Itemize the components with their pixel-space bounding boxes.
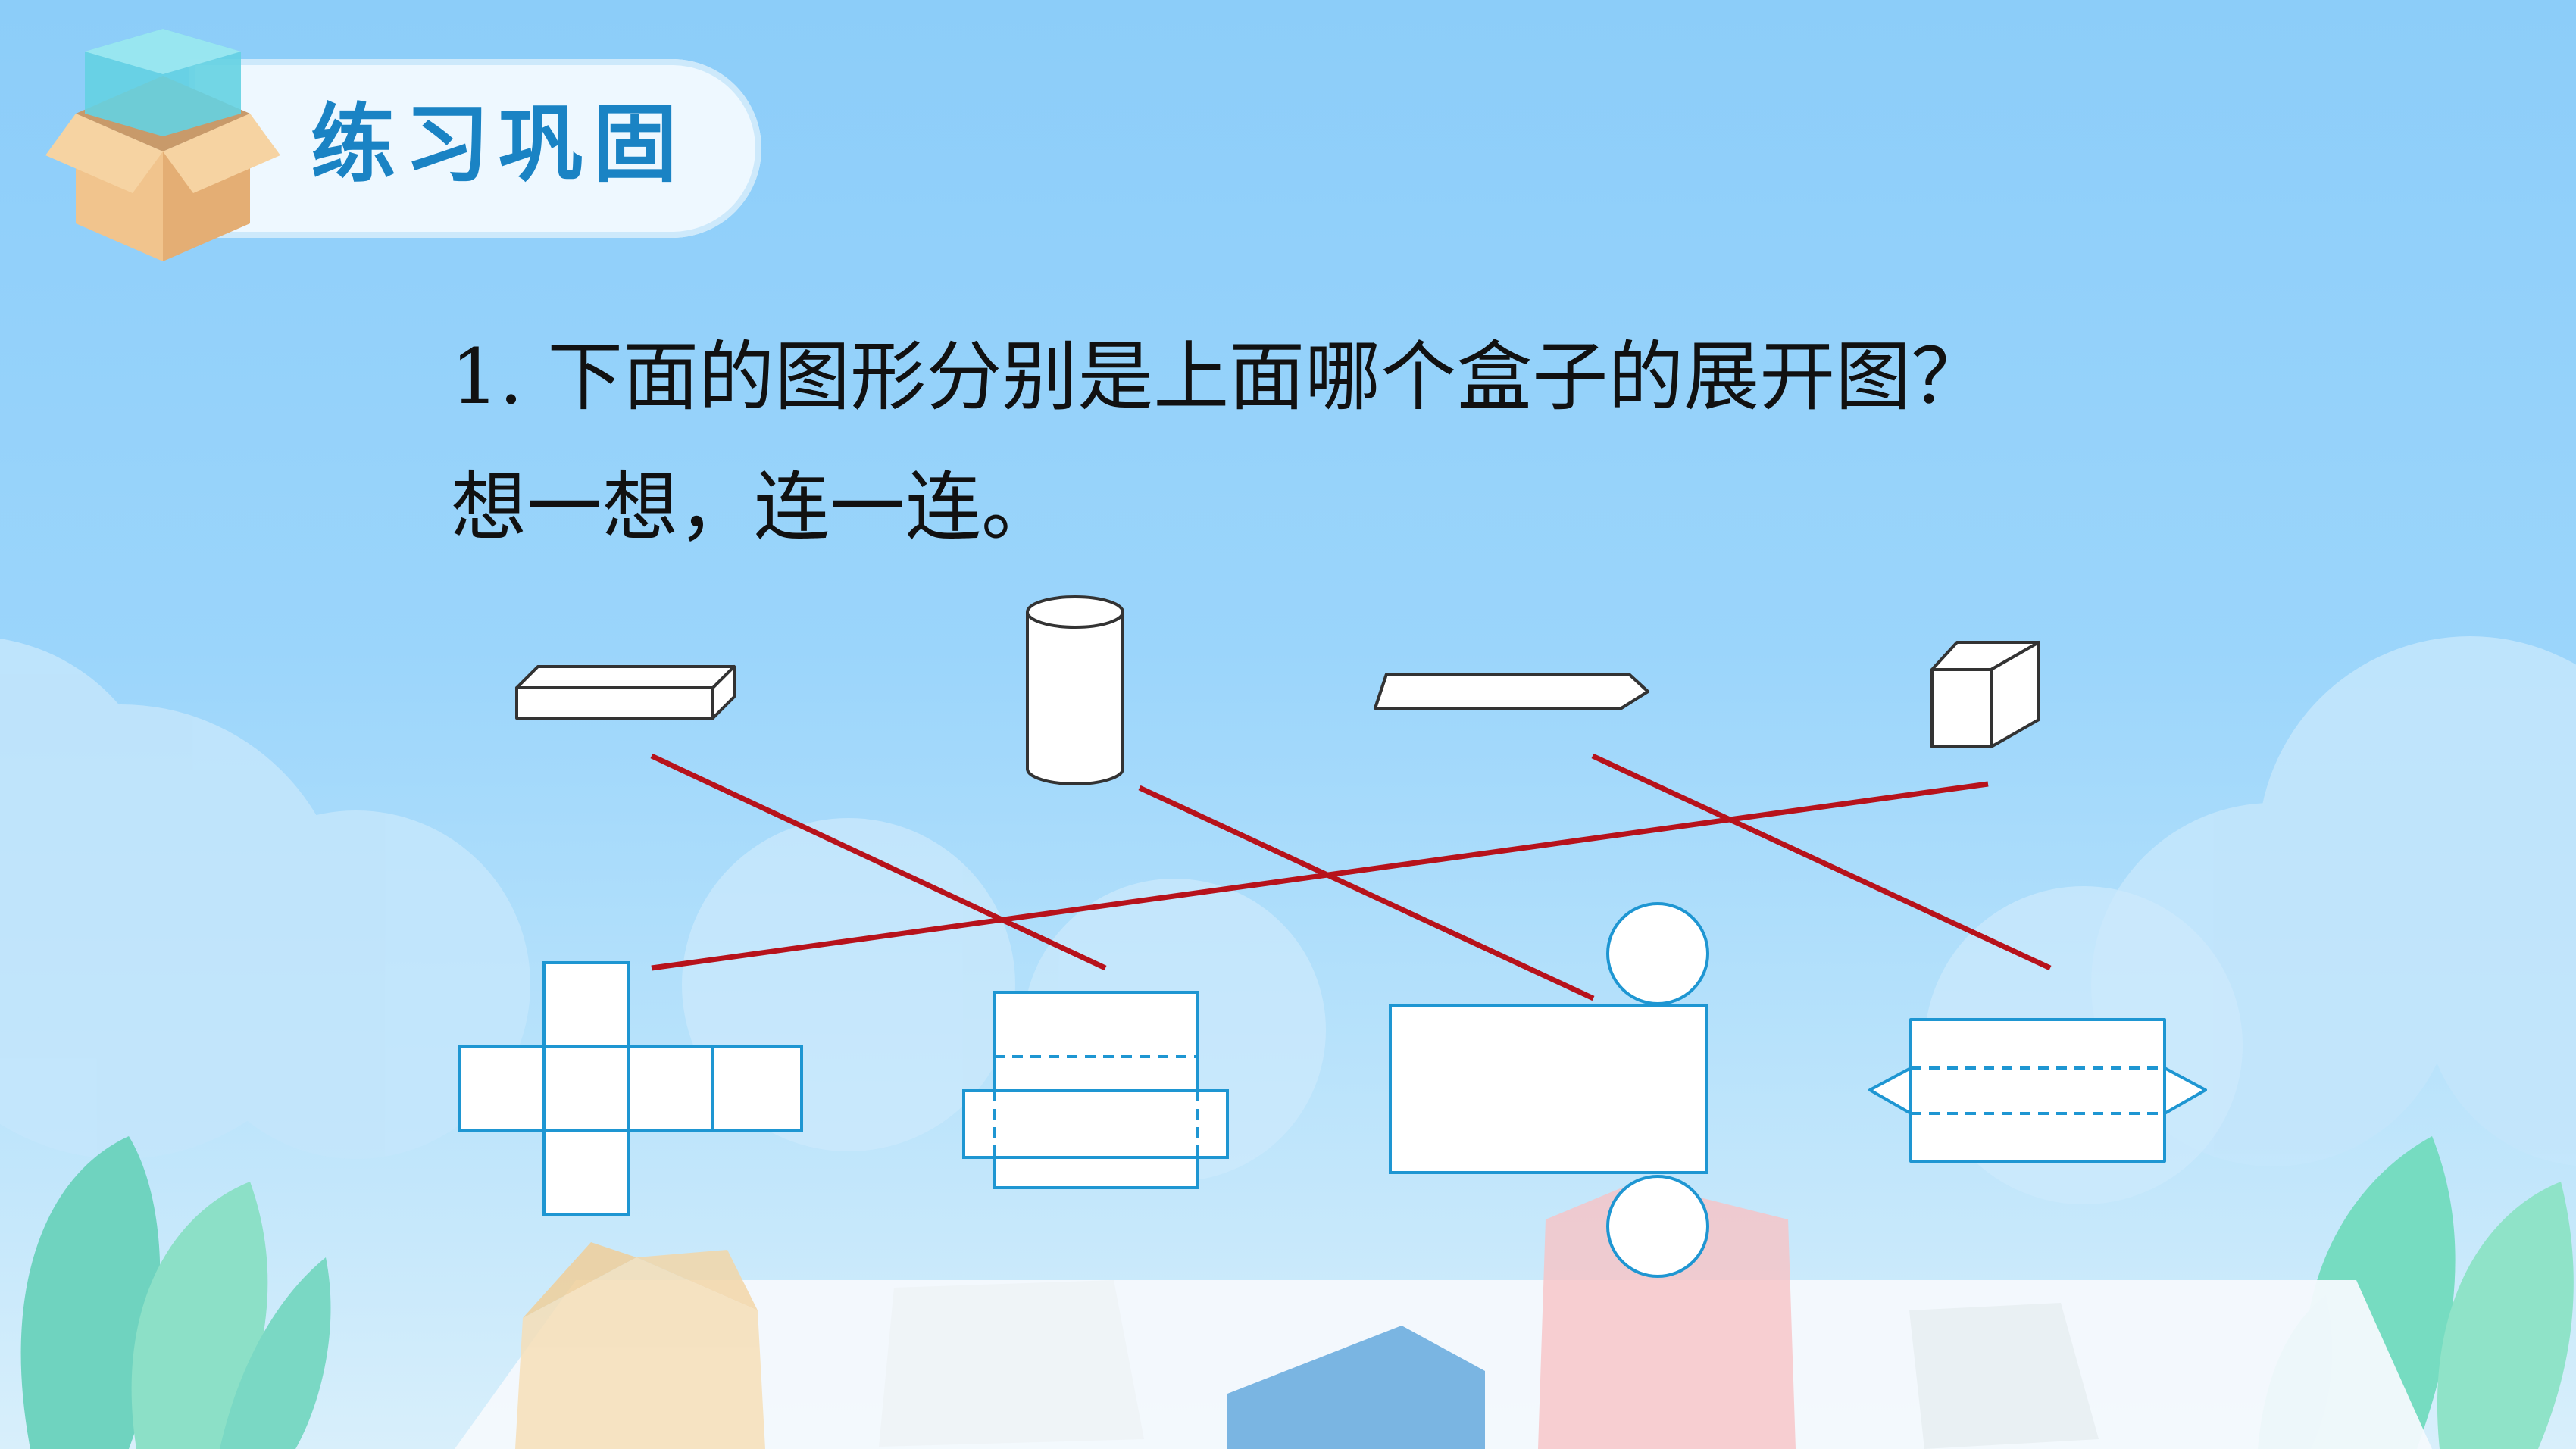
paper-decor-right bbox=[1909, 1303, 2099, 1449]
cardboard-box-decor bbox=[515, 1242, 765, 1449]
answer-connectors bbox=[650, 753, 2052, 1001]
pink-block-decor bbox=[1538, 1182, 1796, 1449]
section-title: 练习巩固 bbox=[311, 95, 686, 194]
cylinder-icon[interactable] bbox=[1026, 595, 1124, 785]
cross-net-icon[interactable] bbox=[458, 961, 803, 1216]
long-cuboid-icon[interactable] bbox=[515, 665, 736, 720]
connector-cube bbox=[651, 781, 1989, 971]
question-line-1: 1. 下面的图形分别是上面哪个盒子的展开图？ bbox=[451, 333, 1987, 421]
connector-prism bbox=[1591, 753, 2052, 971]
cylinder-net-icon[interactable] bbox=[1389, 902, 1709, 1278]
cloud-left bbox=[0, 639, 530, 1159]
cube-icon[interactable] bbox=[1930, 641, 2040, 748]
connector-cuboid bbox=[650, 753, 1107, 971]
question-line-2: 想一想，连一连。 bbox=[451, 463, 1057, 551]
title-banner bbox=[189, 59, 761, 238]
cuboid-net-icon[interactable] bbox=[962, 991, 1229, 1189]
prism-net-icon[interactable] bbox=[1868, 1018, 2207, 1163]
blue-block-decor bbox=[1227, 1326, 1485, 1449]
plant-left bbox=[20, 1136, 331, 1449]
triangular-prism-icon[interactable] bbox=[1374, 673, 1649, 710]
open-box-icon bbox=[45, 29, 280, 261]
connector-cylinder bbox=[1138, 785, 1595, 1001]
paper-decor-left bbox=[879, 1280, 1144, 1447]
